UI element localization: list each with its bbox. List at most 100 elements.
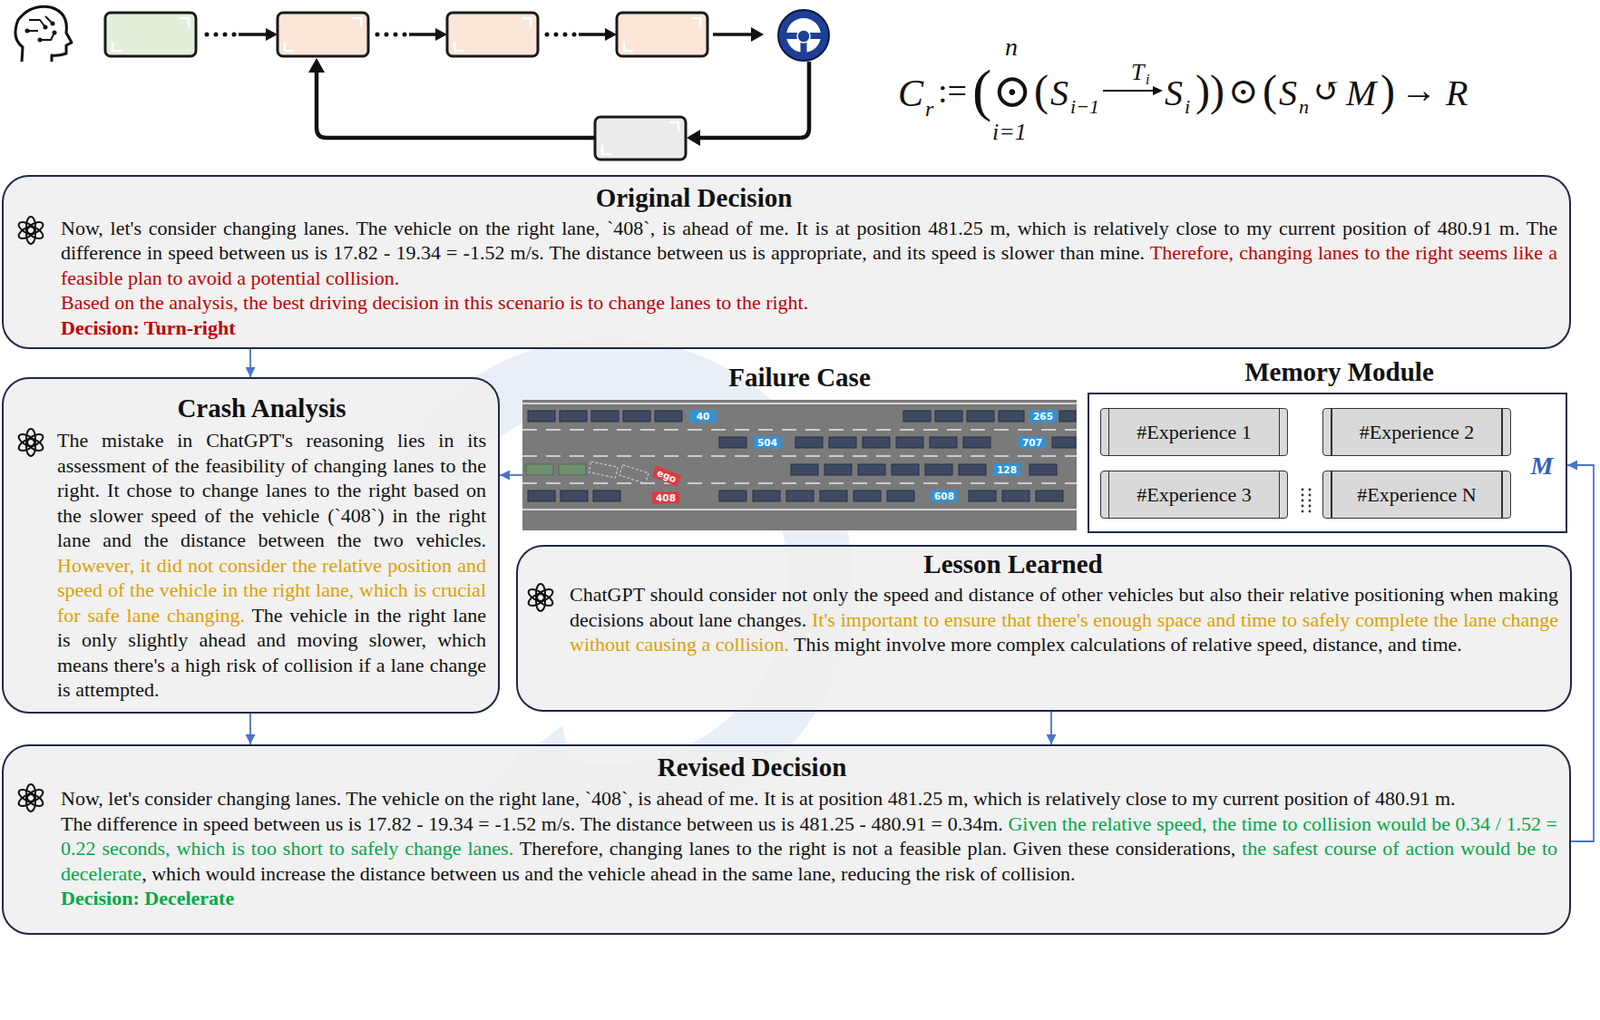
formula-symbol: T (1131, 60, 1144, 85)
connector-arrow (1050, 712, 1053, 745)
dotted-flow-arrows (204, 27, 765, 42)
road-scene (522, 482, 1077, 485)
road-scene (719, 437, 747, 449)
memory-symbol: M (1531, 453, 1554, 479)
brain-head-icon (25, 29, 30, 34)
road-scene (790, 464, 819, 476)
road-scene (963, 437, 991, 449)
formula-symbol: i (1145, 72, 1150, 88)
formula-symbol: r (925, 97, 934, 120)
pipeline-state-boxes (277, 12, 369, 57)
steering-wheel-icon (778, 9, 830, 61)
steering-wheel-icon (778, 9, 830, 61)
road-scene (896, 437, 924, 449)
formula-symbol: R (1445, 75, 1468, 112)
panel-heading: Original Decision (0, 183, 1443, 213)
dotted-flow-arrows (435, 28, 448, 41)
feedback-loop-arrow (308, 58, 810, 147)
experience-label: #Experience 1 (1136, 420, 1251, 445)
road-scene (654, 410, 683, 422)
memory-ellipsis (1308, 510, 1312, 514)
connector-arrow (249, 349, 252, 378)
dotted-flow-arrows (751, 27, 764, 42)
formula-symbol: n (1298, 97, 1309, 118)
node-body: ChatGPT should consider not only the spe… (569, 582, 1559, 658)
road-scene (1035, 490, 1064, 502)
panel-heading: Failure Case (522, 362, 1077, 392)
road-scene (588, 461, 618, 479)
road-scene (925, 464, 953, 476)
road-scene (935, 410, 963, 422)
road-scene (591, 410, 619, 422)
formula-symbol: n (1004, 34, 1018, 60)
road-scene (558, 464, 586, 476)
formula-symbol: i (1184, 97, 1191, 118)
decision-panel: Original DecisionNow, let's consider cha… (1, 175, 1571, 350)
road-scene (522, 400, 1077, 531)
memory-ellipsis (1308, 494, 1312, 498)
text-paragraph: ChatGPT should consider not only the spe… (569, 582, 1559, 658)
road-scene (891, 464, 919, 476)
formula-symbol: ( (1034, 68, 1049, 113)
decision-line: Decision: Decelerate (60, 887, 235, 910)
formula-symbol: S (1050, 75, 1069, 112)
road-scene (819, 490, 848, 502)
vehicle-id: 504 (753, 437, 781, 449)
brain-head-icon (15, 6, 72, 62)
box-corner-marks (624, 41, 634, 51)
text-paragraph: The mistake in ChatGPT's reasoning lies … (57, 428, 487, 703)
pipeline-state-boxes (105, 12, 196, 57)
road-scene (593, 490, 621, 502)
memory-ellipsis (1308, 488, 1312, 492)
formula-symbol: S (1278, 75, 1298, 112)
experience-slot: #Experience 1 (1100, 408, 1288, 457)
road-scene (1029, 464, 1057, 476)
dotted-flow-arrows (265, 28, 278, 41)
road-scene (862, 437, 890, 449)
dotted-flow-arrows (384, 32, 390, 38)
feedback-loop-arrow (316, 72, 596, 138)
box-corner-marks (454, 41, 464, 51)
dotted-flow-arrows (223, 32, 228, 38)
box-corner-marks (669, 122, 679, 132)
road-scene (522, 455, 1077, 458)
experience-label: #Experience N (1356, 483, 1476, 508)
experience-slot: #Experience 3 (1100, 470, 1288, 519)
dotted-flow-arrows (545, 32, 550, 38)
text-paragraph: Decision: Turn-right (60, 315, 1558, 342)
text-paragraph: Now, let's consider changing lanes. The … (60, 786, 1558, 812)
node-body: The mistake in ChatGPT's reasoning lies … (57, 428, 487, 703)
memory-ellipsis (1301, 510, 1305, 514)
road-scene (829, 437, 857, 449)
formula-arrow (1102, 89, 1156, 92)
brain-head-icon (43, 25, 49, 30)
connector-arrow (499, 474, 523, 477)
road-scene (858, 464, 886, 476)
text-paragraph: The difference in speed between us is 17… (60, 811, 1558, 888)
formula-arrow (1102, 86, 1163, 96)
brain-head-icon (38, 38, 43, 43)
dotted-flow-arrows (578, 32, 608, 37)
experience-label: #Experience 3 (1136, 483, 1251, 508)
formula-symbol: ⊙ (992, 68, 1033, 116)
box-corner-marks (179, 18, 189, 28)
box-corner-marks (112, 18, 701, 155)
road-scene (623, 410, 651, 422)
road-scene (795, 437, 823, 449)
road-scene (522, 402, 1077, 405)
memory-ellipsis (1301, 505, 1305, 508)
formula-symbol: S (1164, 75, 1183, 112)
formula-symbol: M (1346, 75, 1376, 112)
dotted-flow-arrows (375, 32, 381, 38)
steering-wheel-icon (786, 18, 821, 53)
node-body: Now, let's consider changing lanes. The … (60, 786, 1558, 912)
reasoning-text: Now, let's consider changing lanes. The … (60, 787, 1456, 810)
road-scene (998, 410, 1025, 422)
reasoning-text: The mistake in ChatGPT's reasoning lies … (57, 429, 487, 552)
vehicle-id: 128 (993, 464, 1021, 477)
dotted-flow-arrows (409, 32, 439, 37)
reasoning-text: The difference in speed between us is 17… (60, 812, 1004, 836)
dotted-flow-arrows (572, 32, 577, 38)
road-scene (968, 490, 996, 502)
memory-ellipsis (1308, 505, 1312, 508)
